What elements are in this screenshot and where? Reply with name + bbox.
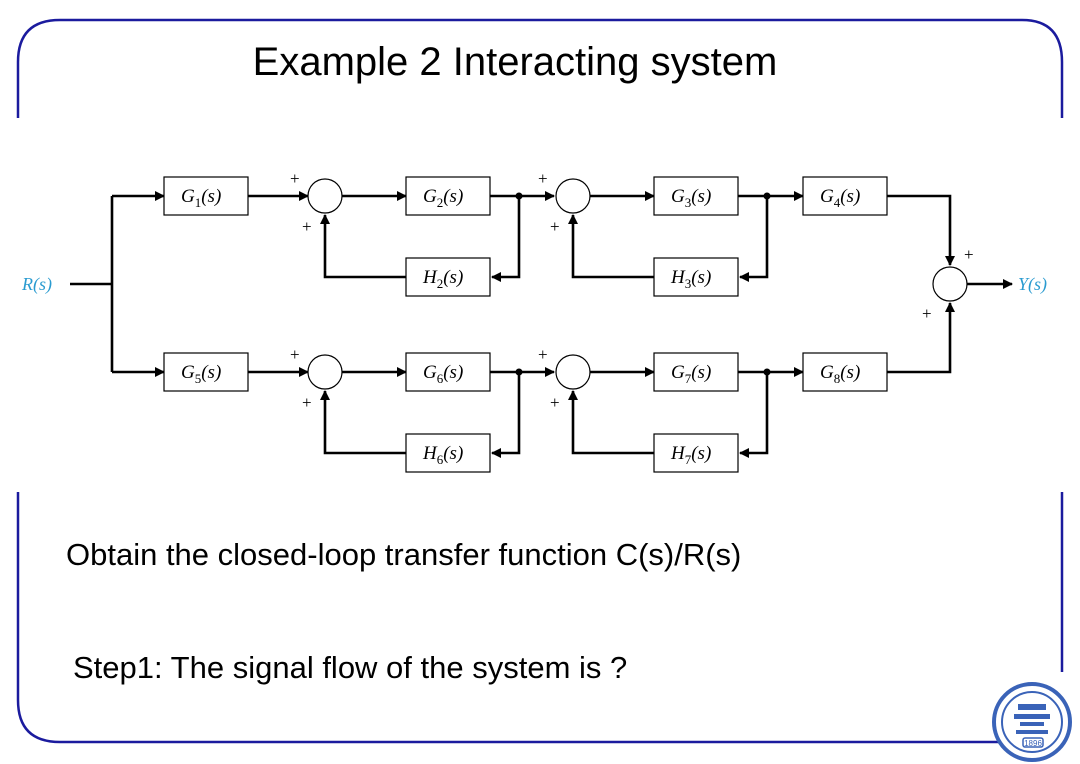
svg-text:G2(s): G2(s) xyxy=(423,186,463,210)
svg-text:+: + xyxy=(290,169,300,188)
slide-title: Example 2 Interacting system xyxy=(252,40,778,84)
svg-text:H2(s): H2(s) xyxy=(422,267,463,291)
block-g2 xyxy=(405,176,491,216)
svg-text:+: + xyxy=(538,345,548,364)
svg-text:G6(s): G6(s) xyxy=(423,362,463,386)
svg-text:+: + xyxy=(290,345,300,364)
block-g5 xyxy=(163,352,249,392)
svg-text:G5(s): G5(s) xyxy=(181,362,221,386)
svg-text:G8(s): G8(s) xyxy=(820,362,860,386)
block-g1 xyxy=(163,176,249,216)
svg-text:G3(s): G3(s) xyxy=(671,186,711,210)
block-h6 xyxy=(405,433,491,473)
svg-text:+: + xyxy=(922,304,932,323)
svg-text:+: + xyxy=(538,169,548,188)
svg-text:+: + xyxy=(302,393,312,412)
svg-text:H3(s): H3(s) xyxy=(670,267,711,291)
svg-text:1896: 1896 xyxy=(1024,739,1042,748)
summing-junction-3 xyxy=(307,354,343,390)
svg-text:G7(s): G7(s) xyxy=(671,362,711,386)
svg-text:+: + xyxy=(550,217,560,236)
output-summing-junction xyxy=(932,266,968,302)
block-g3 xyxy=(653,176,739,216)
input-label: R(s) xyxy=(21,274,52,295)
block-g4 xyxy=(802,176,888,216)
step-question: Step1: The signal flow of the system is … xyxy=(73,650,628,685)
summing-junction-4 xyxy=(555,354,591,390)
svg-text:+: + xyxy=(302,217,312,236)
svg-text:G1(s): G1(s) xyxy=(181,186,221,210)
svg-text:H6(s): H6(s) xyxy=(422,443,463,467)
svg-text:H7(s): H7(s) xyxy=(670,443,711,467)
svg-text:G4(s): G4(s) xyxy=(820,186,860,210)
svg-text:+: + xyxy=(550,393,560,412)
problem-statement: Obtain the closed-loop transfer function… xyxy=(66,537,742,572)
block-diagram: R(s) G1(s) + + G2(s) H2(s) + + G3(s) H3(… xyxy=(21,169,1047,473)
summing-junction-1 xyxy=(307,178,343,214)
summing-junction-2 xyxy=(555,178,591,214)
block-g8 xyxy=(802,352,888,392)
block-h3 xyxy=(653,257,739,297)
university-seal-icon: 1896 xyxy=(992,682,1072,762)
output-label: Y(s) xyxy=(1018,274,1047,295)
block-g6 xyxy=(405,352,491,392)
svg-text:+: + xyxy=(964,245,974,264)
